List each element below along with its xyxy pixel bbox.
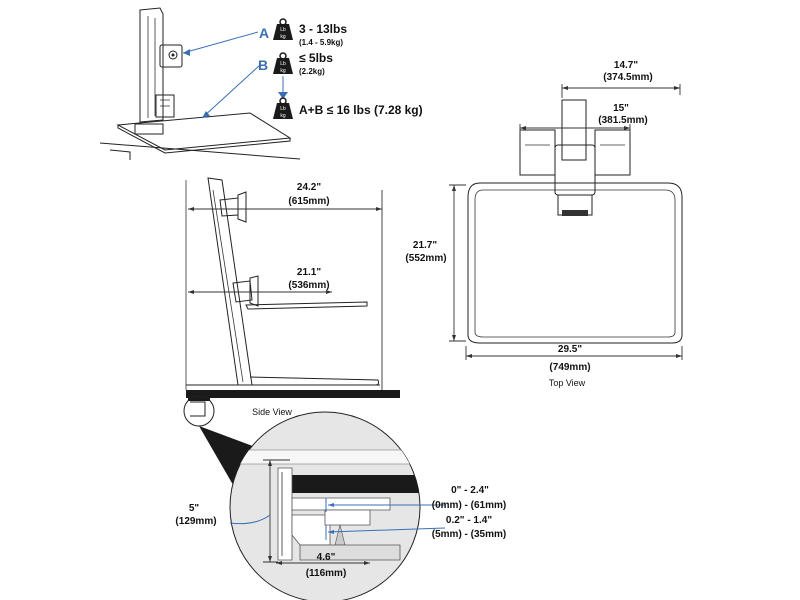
weight-icon-b: Lb kg	[273, 52, 293, 74]
side-view-drawing	[183, 177, 400, 427]
top-view-caption: Top View	[549, 378, 586, 388]
workstation-perspective-illustration	[99, 7, 301, 160]
svg-text:kg: kg	[280, 34, 286, 40]
clamp-range-upper: 0" - 2.4"	[451, 485, 489, 496]
clamp-width: 4.6"	[317, 552, 336, 563]
weight-icon-a: Lb kg	[273, 18, 293, 40]
top-view-dim-left: 21.7"	[413, 240, 437, 251]
clamp-detail-dimensions	[229, 459, 446, 565]
side-view-caption: Side View	[252, 407, 292, 417]
clamp-detail-magnifier	[199, 411, 421, 600]
combined-load-text: A+B ≤ 16 lbs (7.28 kg)	[299, 103, 423, 117]
label-b: B	[258, 57, 268, 73]
clamp-height-metric: (129mm)	[175, 516, 216, 527]
side-view-dim-lower-metric: (536mm)	[288, 280, 329, 291]
clamp-width-metric: (116mm)	[306, 568, 347, 579]
load-a-metric: (1.4 - 5.9kg)	[299, 38, 343, 47]
load-b-metric: (2.2kg)	[299, 67, 325, 76]
leader-lines-ab	[182, 31, 261, 119]
top-view-drawing	[467, 99, 683, 344]
top-view-dim-left-metric: (552mm)	[405, 253, 446, 264]
load-b-text: ≤ 5lbs	[299, 51, 333, 65]
side-view-dim-upper-metric: (615mm)	[288, 196, 329, 207]
clamp-range-lower: 0.2" - 1.4"	[446, 515, 492, 526]
side-view-dimensions	[188, 190, 383, 390]
svg-text:Lb: Lb	[280, 61, 286, 67]
svg-text:Lb: Lb	[280, 27, 286, 33]
top-view-dim-top-metric: (374.5mm)	[603, 72, 652, 83]
svg-text:Lb: Lb	[280, 106, 286, 112]
clamp-range-upper-metric: (0mm) - (61mm)	[432, 500, 506, 511]
down-arrow-icon	[278, 76, 288, 99]
clamp-height: 5"	[189, 503, 200, 514]
top-view-dim-bottom: 29.5"	[558, 344, 582, 355]
weight-icon-combined: Lb kg	[273, 97, 293, 119]
top-view-dim-mid: 15"	[613, 103, 629, 114]
side-view-dim-lower: 21.1"	[297, 267, 321, 278]
svg-text:kg: kg	[280, 113, 286, 119]
clamp-range-lower-metric: (5mm) - (35mm)	[432, 529, 506, 540]
svg-text:kg: kg	[280, 68, 286, 74]
load-a-text: 3 - 13lbs	[299, 22, 347, 36]
top-view-dim-top: 14.7"	[614, 60, 638, 71]
top-view-dim-mid-metric: (381.5mm)	[598, 115, 647, 126]
top-view-dimensions	[449, 84, 683, 360]
label-a: A	[259, 25, 269, 41]
top-view-dim-bottom-metric: (749mm)	[549, 362, 590, 373]
side-view-dim-upper: 24.2"	[297, 182, 321, 193]
